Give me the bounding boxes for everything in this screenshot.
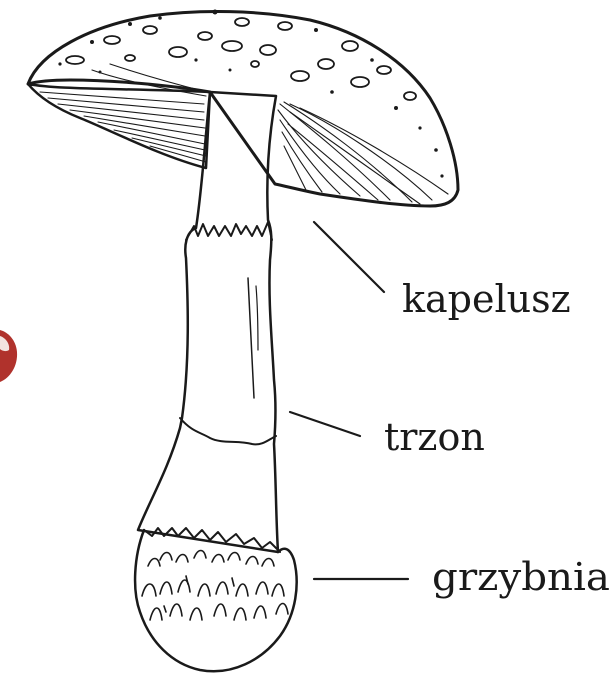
mushroom-bulb — [135, 528, 297, 671]
cap-leader-line — [314, 222, 384, 292]
label-stem: trzon — [384, 415, 485, 459]
cap-spots — [66, 18, 416, 100]
label-cap: kapelusz — [402, 277, 571, 321]
label-mycelium: grzybnia — [432, 555, 610, 599]
edge-fragment — [0, 330, 17, 382]
cap-gills-right — [278, 102, 448, 204]
bulb-scales — [142, 551, 288, 621]
mushroom-cap — [28, 10, 458, 207]
stem-leader-line — [290, 412, 360, 436]
label-leaders — [290, 222, 408, 579]
